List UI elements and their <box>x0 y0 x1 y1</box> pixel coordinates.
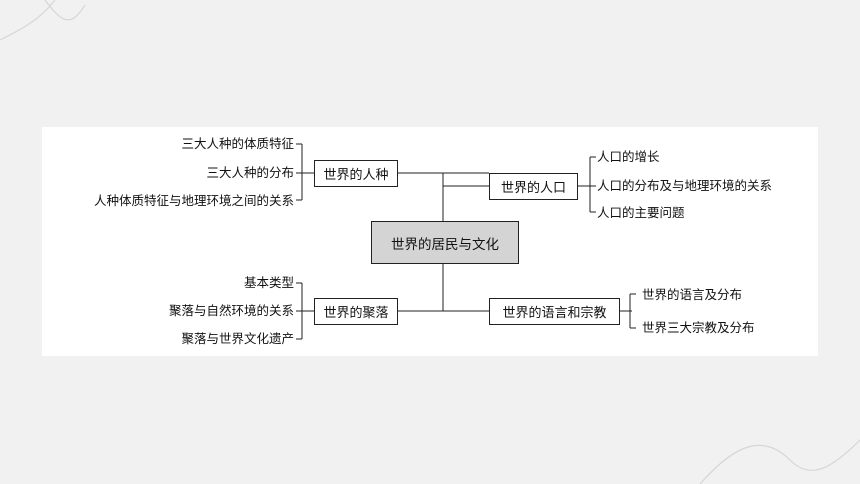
population-item-1: 人口的增长 <box>597 149 660 164</box>
population-node: 世界的人口 <box>489 173 578 200</box>
center-node: 世界的居民与文化 <box>371 221 519 264</box>
settlement-node: 世界的聚落 <box>314 298 398 325</box>
settlement-item-1: 基本类型 <box>243 275 294 290</box>
language-religion-node: 世界的语言和宗教 <box>489 298 620 325</box>
population-item-2: 人口的分布及与地理环境的关系 <box>597 178 773 193</box>
race-item-1: 三大人种的体质特征 <box>181 136 294 151</box>
race-item-3: 人种体质特征与地理环境之间的关系 <box>93 193 294 208</box>
race-item-2: 三大人种的分布 <box>206 165 294 180</box>
population-item-3: 人口的主要问题 <box>597 205 685 220</box>
settlement-item-2: 聚落与自然环境的关系 <box>168 303 294 318</box>
mind-map-panel: 三大人种的体质特征 三大人种的分布 人种体质特征与地理环境之间的关系 世界的人种… <box>42 127 818 356</box>
language-item-1: 世界的语言及分布 <box>642 287 743 302</box>
language-item-2: 世界三大宗教及分布 <box>642 320 755 335</box>
race-node: 世界的人种 <box>314 160 398 187</box>
settlement-item-3: 聚落与世界文化遗产 <box>181 331 294 346</box>
connector-lines <box>296 143 636 340</box>
